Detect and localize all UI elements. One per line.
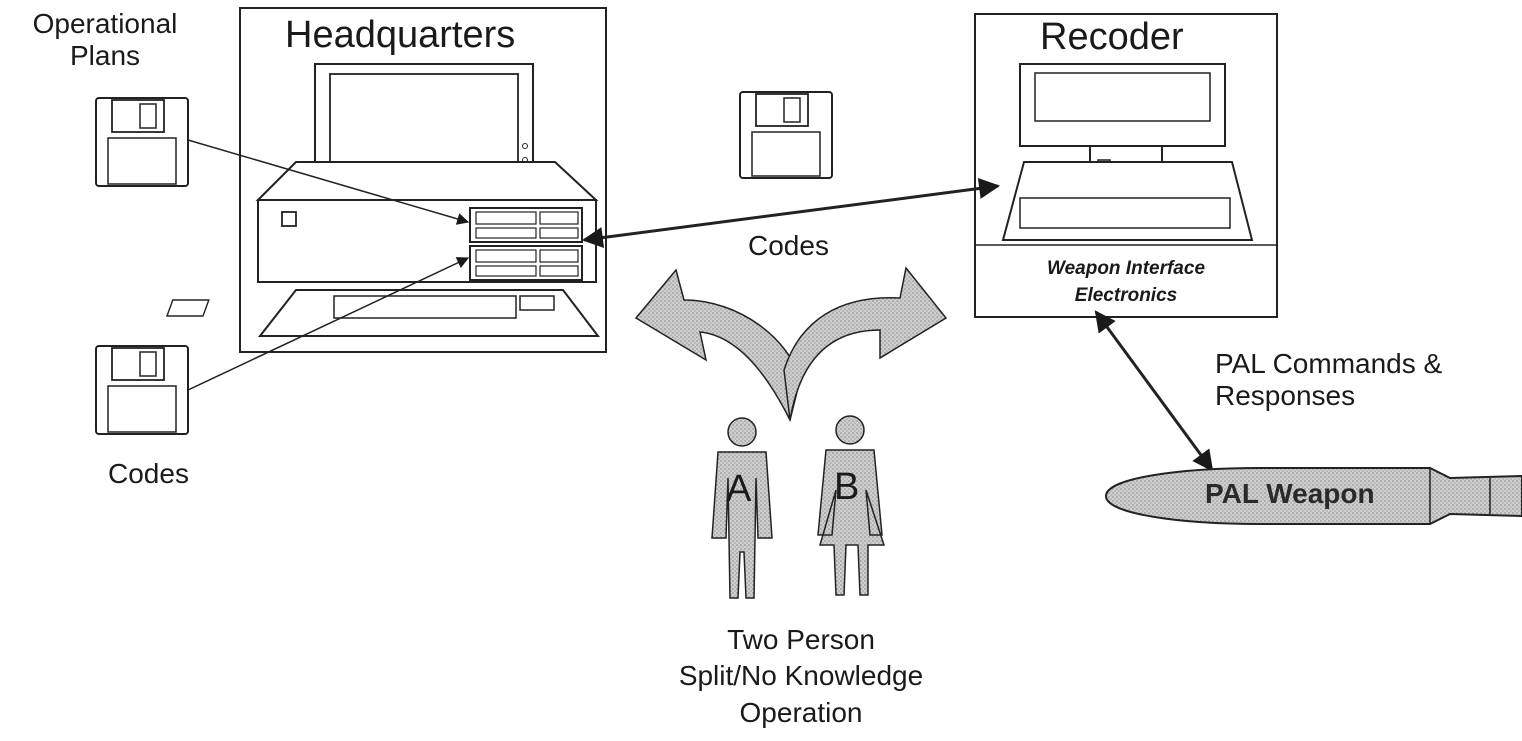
split-curve-arrows: [634, 266, 948, 423]
plans-to-drive-arrow: [187, 139, 470, 225]
weapon-interface-line1: Weapon Interface: [1046, 258, 1206, 279]
caption-line2: Split/No Knowledge: [678, 660, 924, 692]
person-b-figure: [817, 415, 886, 596]
floppy-disk-plans: [95, 97, 189, 187]
person-a-label: A: [726, 468, 752, 510]
caption-line3: Operation: [739, 696, 863, 728]
pal-commands-label: PAL Commands & Responses: [1215, 348, 1442, 412]
two-person-caption: Two Person Split/No Knowledge Operation: [600, 622, 1002, 731]
transfer-codes-label: Codes: [748, 230, 829, 261]
weapon-interface-label: Weapon Interface Electronics: [975, 258, 1277, 307]
floppy-disk-codes: [95, 345, 189, 435]
pal-commands-line2: Responses: [1215, 380, 1356, 412]
recoder-title: Recoder: [1040, 16, 1184, 58]
recoder-weapon-arrow: [1094, 310, 1214, 472]
operational-plans-line1: Operational: [32, 8, 178, 39]
disk-codes-label: Codes: [108, 458, 189, 489]
headquarters-computer: [165, 7, 607, 353]
pal-weapon-shape: [1104, 467, 1522, 525]
person-b-label: B: [834, 466, 860, 508]
recoder-device: [974, 13, 1278, 318]
hq-recoder-arrow: [581, 178, 1001, 248]
codes-to-drive-arrow: [187, 257, 470, 391]
pal-commands-line1: PAL Commands &: [1215, 348, 1443, 379]
headquarters-title: Headquarters: [285, 14, 516, 56]
floppy-disk-transfer: [739, 91, 833, 179]
pal-weapon-label: PAL Weapon: [1205, 478, 1375, 509]
operational-plans-label: Operational Plans: [0, 8, 210, 72]
person-a-figure: [711, 417, 773, 599]
caption-line1: Two Person: [727, 624, 875, 655]
operational-plans-line2: Plans: [69, 40, 141, 72]
weapon-interface-line2: Electronics: [1074, 284, 1178, 306]
